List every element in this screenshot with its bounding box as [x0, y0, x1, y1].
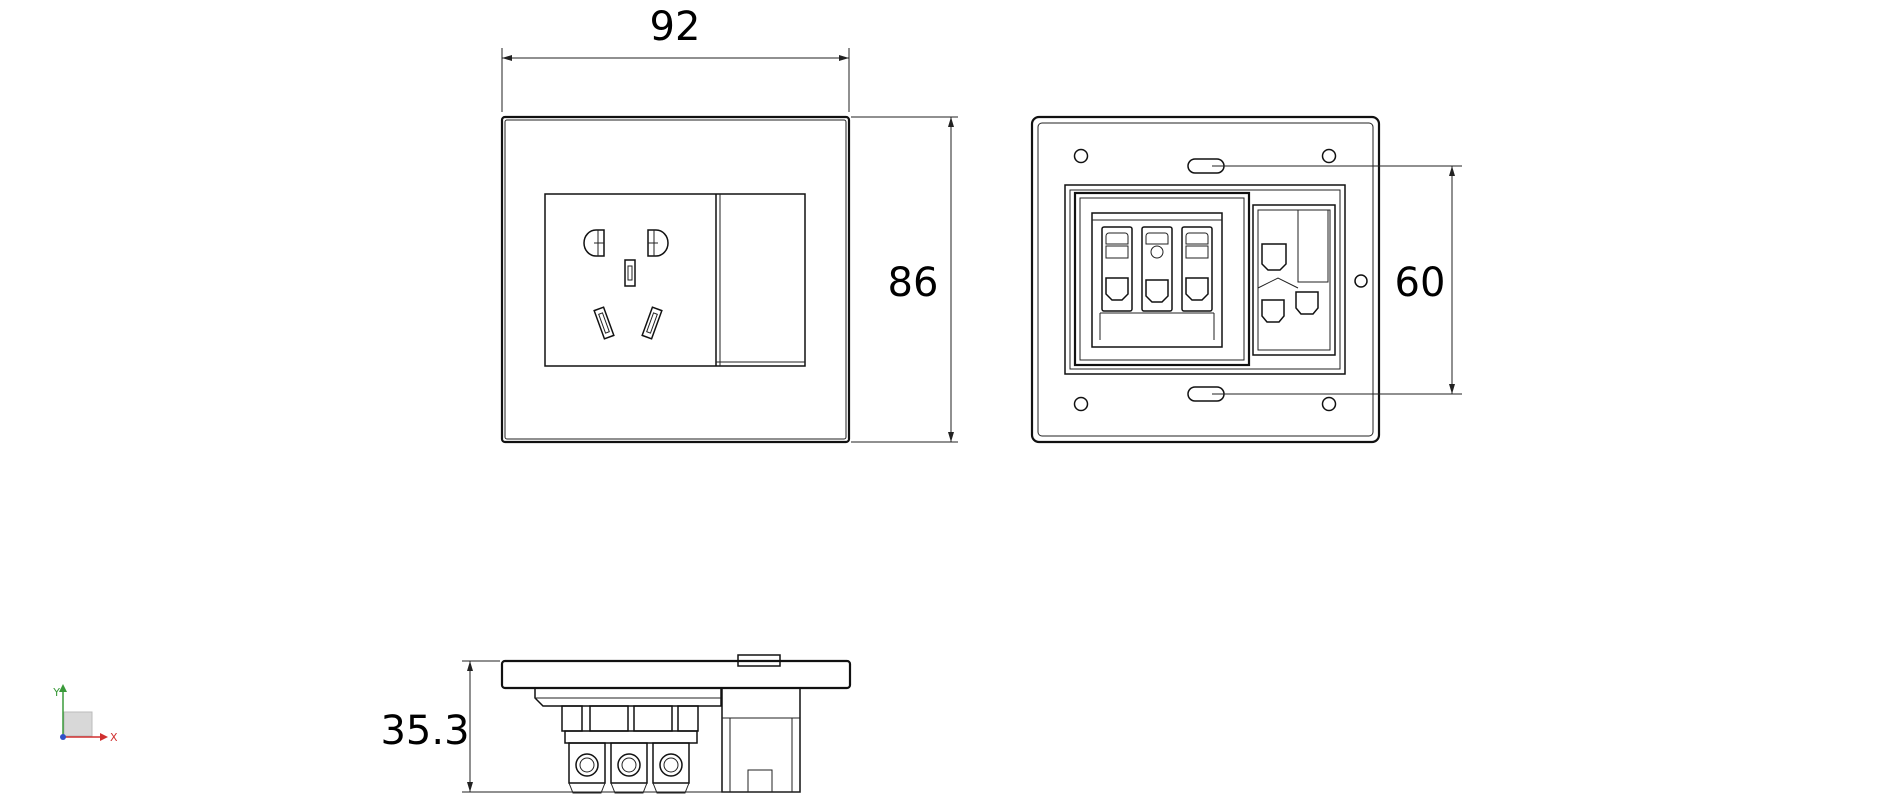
- socket-side-view: 35.3: [380, 654, 852, 794]
- x-axis-label: X: [110, 731, 118, 744]
- socket-rear-view: 60: [1030, 115, 1462, 444]
- depth-dimension: 35.3: [380, 708, 469, 754]
- two-pin-hole-right: [647, 229, 669, 257]
- terminal-l: [1181, 226, 1213, 312]
- three-pin-hole-left: [593, 306, 615, 340]
- terminal-n: [1101, 226, 1133, 312]
- socket-front-view: 92 86: [500, 4, 958, 444]
- height-dimension: 86: [888, 260, 939, 306]
- two-pin-hole-left: [583, 229, 605, 257]
- axis-triad-icon: Y X: [52, 684, 118, 744]
- y-axis-label: Y: [52, 686, 60, 699]
- terminal-earth: [1141, 226, 1173, 312]
- width-dimension: 92: [650, 4, 701, 50]
- mount-spacing-dimension: 60: [1395, 260, 1446, 306]
- three-pin-hole-right: [641, 306, 663, 340]
